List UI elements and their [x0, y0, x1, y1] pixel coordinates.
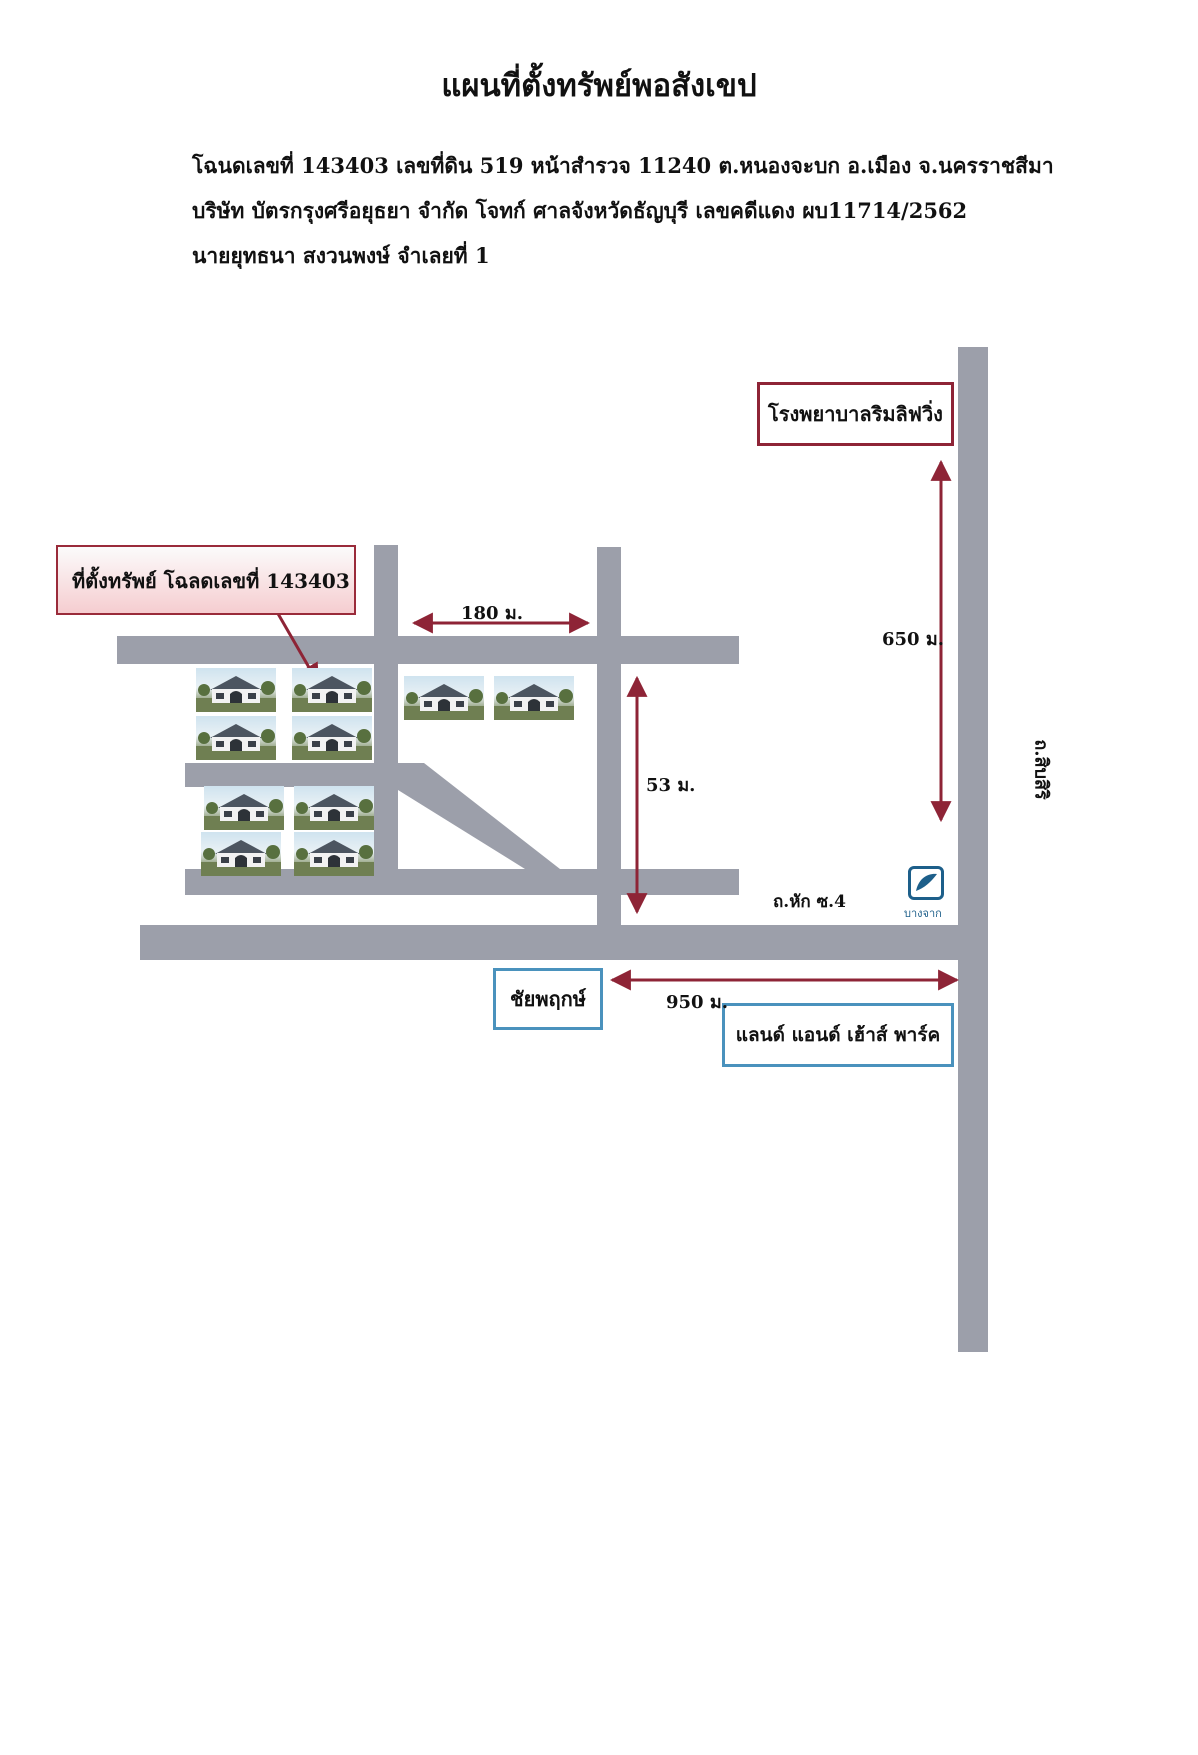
house-photo-icon	[294, 832, 374, 876]
bangchak-caption: บางจาก	[904, 907, 942, 920]
bangchak-logo-icon	[908, 866, 944, 900]
deed-info-line: โฉนดเลขที่ 143403 เลขที่ดิน 519 หน้าสำรว…	[192, 153, 1054, 178]
house-photo-icon	[204, 786, 284, 830]
land-house-park-label: แลนด์ แอนด์ เฮ้าส์ พาร์ค	[735, 1024, 941, 1046]
property-location-label: ที่ตั้งทรัพย์ โฉลดเลขที่ 143403	[72, 569, 350, 593]
page-title: แผนที่ตั้งทรัพย์พอสังเขป	[441, 68, 757, 104]
diagonal-soi	[398, 763, 560, 869]
property-location-box: ที่ตั้งทรัพย์ โฉลดเลขที่ 143403	[56, 545, 356, 615]
hospital-label: โรงพยาบาลริมลิฟวิ่ง	[768, 402, 943, 426]
house-photo-icon	[196, 668, 276, 712]
case-info-line: บริษัท บัตรกรุงศรีอยุธยา จำกัด โจทก์ ศาล…	[192, 198, 968, 223]
defendant-info-line: นายยุทธนา สงวนพงษ์ จำเลยที่ 1	[192, 243, 490, 268]
main-road-horizontal	[140, 925, 988, 960]
left-vertical-soi	[374, 545, 398, 895]
house-photo-icon	[292, 716, 372, 760]
right-vertical-soi	[597, 547, 621, 927]
mid-soi-road	[185, 763, 403, 787]
main-road-vertical	[958, 347, 988, 1352]
main-road-label: ถ.สิบสิริ	[1030, 739, 1052, 800]
distance-950m: 950 ม.	[666, 992, 728, 1013]
hospital-box: โรงพยาบาลริมลิฟวิ่ง	[757, 382, 954, 446]
soi-road-label: ถ.หัก ซ.4	[773, 892, 846, 912]
top-soi-road	[117, 636, 739, 664]
house-photo-icon	[201, 832, 281, 876]
house-photo-icon	[294, 786, 374, 830]
house-photo-icon	[292, 668, 372, 712]
house-photo-icon	[196, 716, 276, 760]
distance-650m: 650 ม.	[882, 629, 944, 650]
house-photo-icon	[404, 676, 484, 720]
distance-53m: 53 ม.	[646, 775, 696, 796]
house-photo-icon	[494, 676, 574, 720]
distance-180m: 180 ม.	[461, 603, 523, 624]
land-house-park-box: แลนด์ แอนด์ เฮ้าส์ พาร์ค	[722, 1003, 954, 1067]
chaiyaphruek-box: ชัยพฤกษ์	[493, 968, 603, 1030]
chaiyaphruek-label: ชัยพฤกษ์	[510, 987, 586, 1011]
